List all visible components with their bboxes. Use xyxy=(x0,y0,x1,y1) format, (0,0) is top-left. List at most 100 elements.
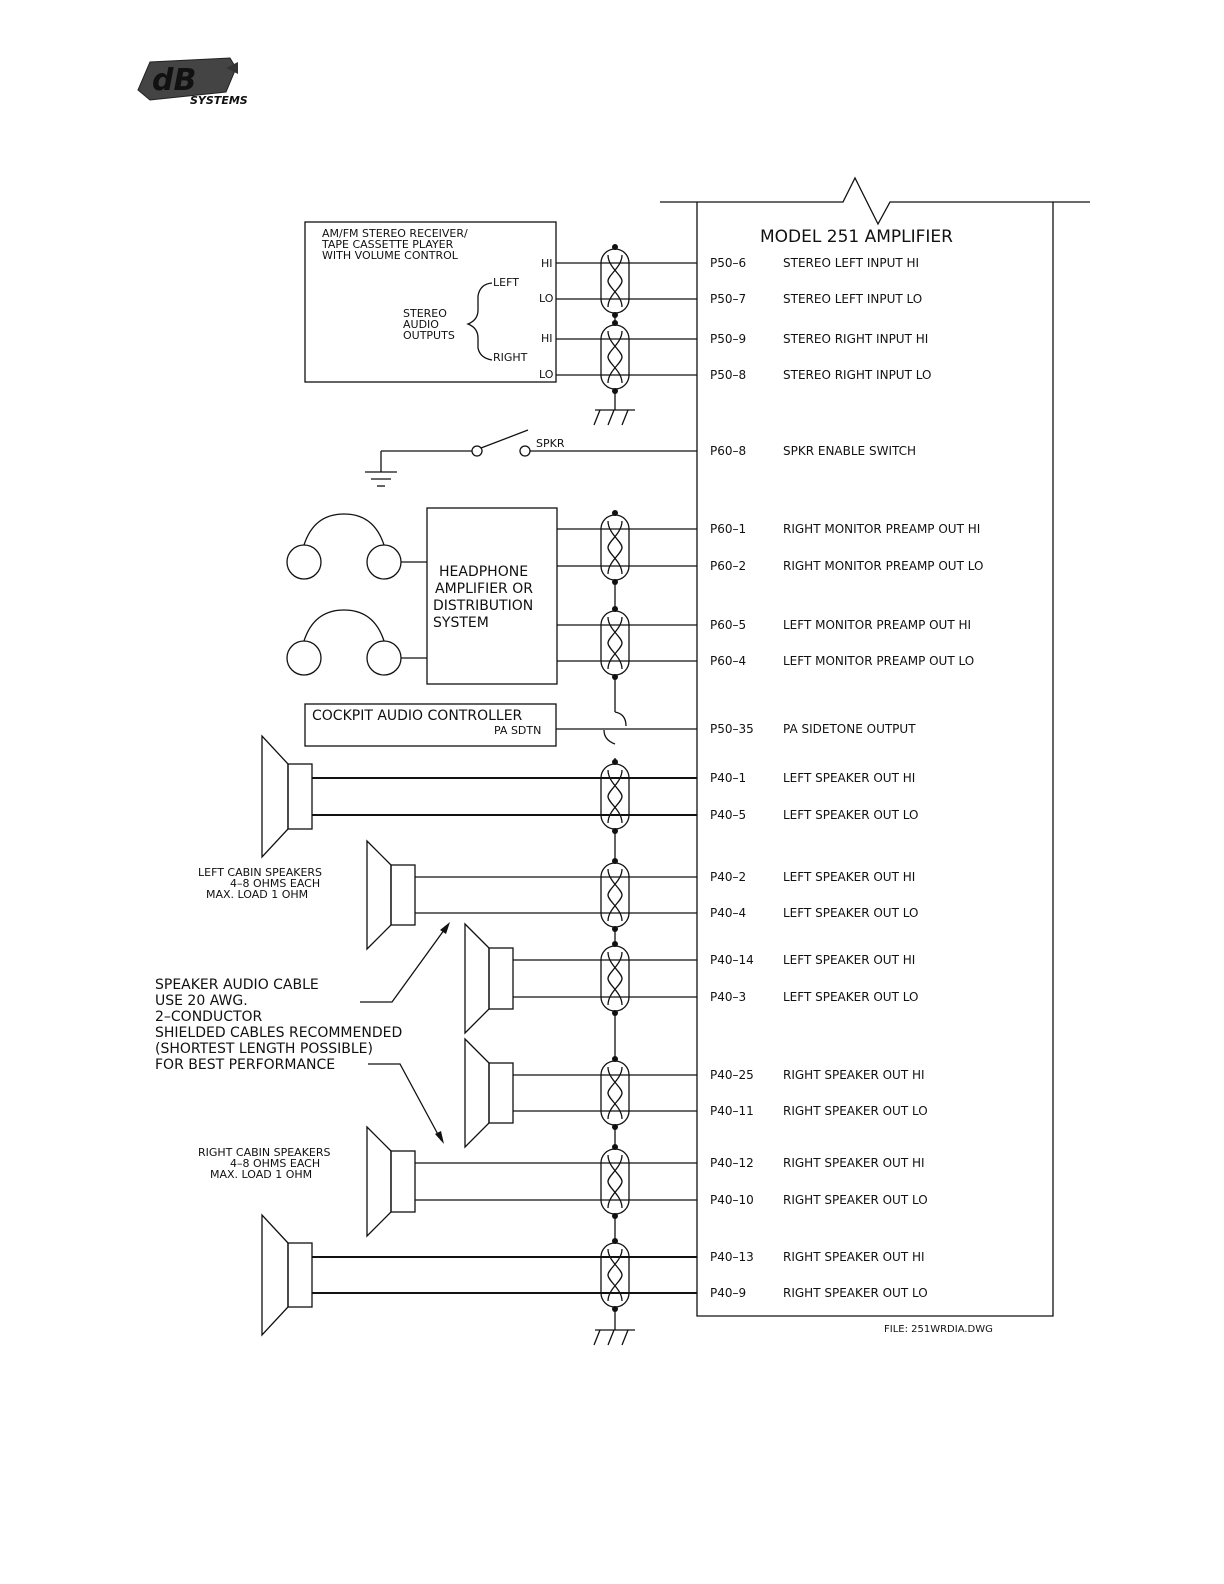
cable-note-5: (SHORTEST LENGTH POSSIBLE) xyxy=(155,1041,373,1057)
left-cabin-label: LEFT CABIN SPEAKERS 4–8 OHMS EACH MAX. L… xyxy=(198,866,322,901)
pin-description: RIGHT SPEAKER OUT LO xyxy=(783,1286,928,1300)
pin-description: RIGHT SPEAKER OUT HI xyxy=(783,1068,925,1082)
pin-id: P40–11 xyxy=(710,1104,754,1118)
pin-description: RIGHT SPEAKER OUT LO xyxy=(783,1193,928,1207)
headphone-line-3: DISTRIBUTION xyxy=(433,598,533,614)
pin-id: P50–35 xyxy=(710,722,754,736)
cable-note-4: SHIELDED CABLES RECOMMENDED xyxy=(155,1025,402,1041)
speaker-icon xyxy=(464,1037,514,1149)
pin-list: P50–6 STEREO LEFT INPUT HI P50–7 STEREO LEF… xyxy=(710,256,983,1300)
cockpit-sub: PA SDTN xyxy=(494,724,541,737)
receiver-line-3: WITH VOLUME CONTROL xyxy=(322,249,459,262)
pin-id: P40–2 xyxy=(710,870,746,884)
pin-description: LEFT MONITOR PREAMP OUT LO xyxy=(783,654,974,668)
receiver-hi-left: HI xyxy=(541,257,553,270)
twisted-pair xyxy=(600,606,630,680)
amplifier-box: MODEL 251 AMPLIFIER xyxy=(660,176,1090,1317)
receiver-line-2: TAPE CASSETTE PLAYER xyxy=(321,238,454,251)
pin-description: LEFT SPEAKER OUT LO xyxy=(783,906,918,920)
speakers xyxy=(261,734,514,1337)
pin-id: P60–2 xyxy=(710,559,746,573)
pin-description: STEREO LEFT INPUT HI xyxy=(783,256,919,270)
twisted-pair xyxy=(600,759,630,834)
chassis-ground-top xyxy=(593,395,635,426)
receiver-hi-right: HI xyxy=(541,332,553,345)
file-label: FILE: 251WRDIA.DWG xyxy=(884,1324,993,1335)
twisted-pair xyxy=(600,1144,630,1219)
speaker-icon xyxy=(464,922,514,1035)
pin-description: RIGHT SPEAKER OUT HI xyxy=(783,1156,925,1170)
right-cabin-line-3: MAX. LOAD 1 OHM xyxy=(210,1168,312,1181)
logo-mark: dB xyxy=(152,63,196,98)
stereo-label-1: STEREO xyxy=(403,307,447,320)
pin-id: P60–5 xyxy=(710,618,746,632)
headphone-line-2: AMPLIFIER OR xyxy=(435,581,533,597)
company-logo: dB SYSTEMS xyxy=(137,57,248,107)
pin-description: SPKR ENABLE SWITCH xyxy=(783,444,916,458)
left-cabin-line-1: LEFT CABIN SPEAKERS xyxy=(198,866,322,879)
cockpit-title: COCKPIT AUDIO CONTROLLER xyxy=(312,708,523,724)
headphone-amplifier: HEADPHONE AMPLIFIER OR DISTRIBUTION SYST… xyxy=(426,507,558,685)
pin-id: P50–8 xyxy=(710,368,746,382)
speaker-icon xyxy=(261,734,313,859)
twisted-pair xyxy=(600,1238,630,1312)
left-cabin-line-3: MAX. LOAD 1 OHM xyxy=(206,888,308,901)
pin-id: P40–5 xyxy=(710,808,746,822)
wires xyxy=(312,262,697,1294)
receiver-line-1: AM/FM STEREO RECEIVER/ xyxy=(322,227,468,240)
cable-note: SPEAKER AUDIO CABLE USE 20 AWG. 2–CONDUC… xyxy=(155,922,450,1144)
pin-id: P40–3 xyxy=(710,990,746,1004)
pin-description: RIGHT SPEAKER OUT LO xyxy=(783,1104,928,1118)
pin-id: P40–14 xyxy=(710,953,754,967)
twisted-pair xyxy=(600,941,630,1016)
receiver-box: AM/FM STEREO RECEIVER/ TAPE CASSETTE PLA… xyxy=(304,221,557,383)
twisted-pairs xyxy=(600,244,630,1312)
twisted-pair xyxy=(600,858,630,932)
pin-id: P60–4 xyxy=(710,654,746,668)
pin-id: P40–4 xyxy=(710,906,746,920)
switch-label: SPKR xyxy=(536,437,565,450)
logo-text: SYSTEMS xyxy=(190,94,248,107)
pin-description: PA SIDETONE OUTPUT xyxy=(783,722,916,736)
cockpit-audio-controller: COCKPIT AUDIO CONTROLLER PA SDTN xyxy=(304,703,627,747)
pin-description: LEFT SPEAKER OUT HI xyxy=(783,953,915,967)
receiver-left-label: LEFT xyxy=(493,276,519,289)
twisted-pair xyxy=(600,320,630,394)
cable-note-1: SPEAKER AUDIO CABLE xyxy=(155,977,319,993)
pin-id: P50–9 xyxy=(710,332,746,346)
pin-description: LEFT SPEAKER OUT LO xyxy=(783,808,918,822)
stereo-label-3: OUTPUTS xyxy=(403,329,455,342)
pin-description: STEREO RIGHT INPUT HI xyxy=(783,332,928,346)
twisted-pair xyxy=(600,244,630,318)
pin-description: LEFT SPEAKER OUT HI xyxy=(783,870,915,884)
twisted-pair xyxy=(600,510,630,585)
pin-description: LEFT SPEAKER OUT LO xyxy=(783,990,918,1004)
pin-description: LEFT SPEAKER OUT HI xyxy=(783,771,915,785)
pin-id: P50–7 xyxy=(710,292,746,306)
right-cabin-line-2: 4–8 OHMS EACH xyxy=(230,1157,320,1170)
cable-note-6: FOR BEST PERFORMANCE xyxy=(155,1057,335,1073)
speaker-icon xyxy=(366,839,416,951)
pin-id: P40–1 xyxy=(710,771,746,785)
headphone-line-1: HEADPHONE xyxy=(439,564,528,580)
right-cabin-label: RIGHT CABIN SPEAKERS 4–8 OHMS EACH MAX. … xyxy=(198,1146,331,1181)
pin-description: RIGHT MONITOR PREAMP OUT LO xyxy=(783,559,983,573)
cable-note-2: USE 20 AWG. xyxy=(155,993,248,1009)
right-cabin-line-1: RIGHT CABIN SPEAKERS xyxy=(198,1146,331,1159)
stereo-label-2: AUDIO xyxy=(403,318,439,331)
amp-title: MODEL 251 AMPLIFIER xyxy=(760,227,953,247)
speaker-icon xyxy=(261,1213,313,1337)
pin-id: P40–25 xyxy=(710,1068,754,1082)
headphone-line-4: SYSTEM xyxy=(433,615,489,631)
pin-id: P50–6 xyxy=(710,256,746,270)
receiver-lo-left: LO xyxy=(539,292,554,305)
pin-description: STEREO LEFT INPUT LO xyxy=(783,292,922,306)
speaker-icon xyxy=(366,1125,416,1238)
pin-id: P40–9 xyxy=(710,1286,746,1300)
pin-description: STEREO RIGHT INPUT LO xyxy=(783,368,931,382)
pin-id: P40–12 xyxy=(710,1156,754,1170)
pin-id: P40–10 xyxy=(710,1193,754,1207)
headset-icon xyxy=(286,609,427,676)
chassis-ground-bottom xyxy=(593,1312,635,1346)
pin-id: P60–1 xyxy=(710,522,746,536)
